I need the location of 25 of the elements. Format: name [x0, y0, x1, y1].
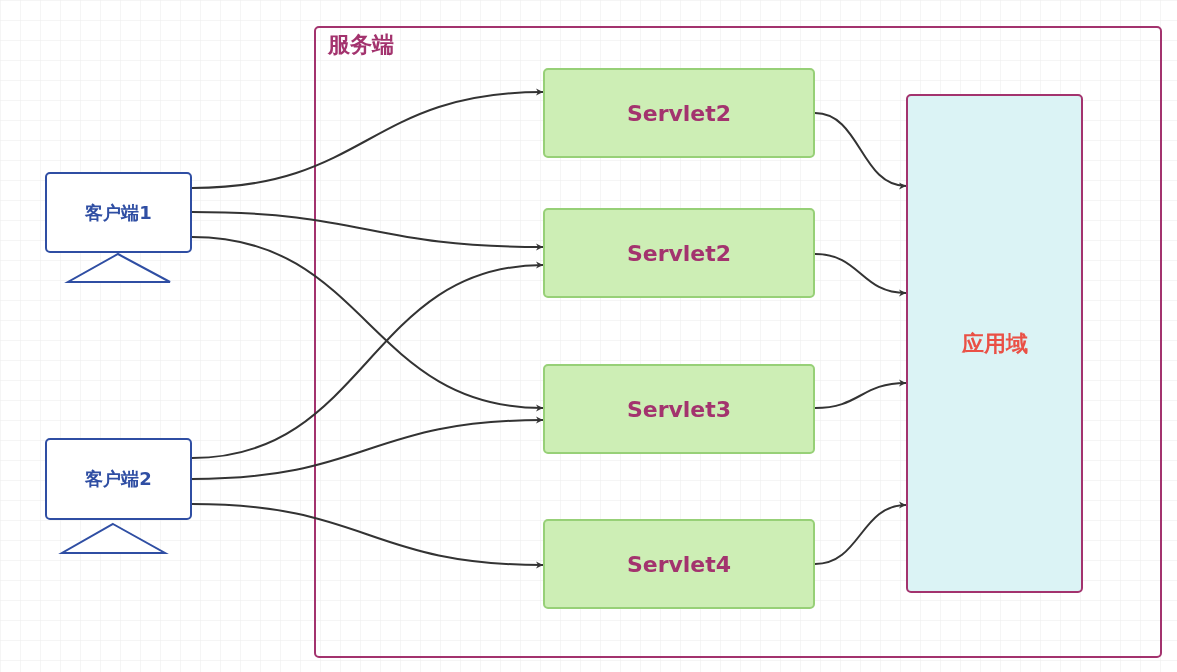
arrow	[191, 416, 544, 480]
servlet-box	[543, 68, 815, 158]
arrow	[191, 211, 544, 251]
servlet-box	[543, 364, 815, 454]
node-label: Servlet4	[626, 551, 732, 577]
client-monitor-box	[45, 438, 192, 520]
node-label: 客户端2	[85, 467, 152, 491]
node-label: Servlet3	[626, 396, 732, 422]
group-heading: 服务端	[328, 31, 394, 59]
servlet-box	[543, 208, 815, 298]
arrow	[191, 262, 544, 459]
arrow	[191, 236, 544, 411]
arrow	[814, 112, 907, 189]
node-label: 应用域	[961, 329, 1028, 358]
node-label: 客户端1	[85, 200, 152, 225]
arrow	[814, 253, 907, 296]
arrow	[191, 88, 544, 189]
arrow	[191, 503, 544, 569]
application-scope-box	[906, 94, 1083, 593]
arrow	[814, 502, 907, 565]
node-label: Servlet2	[626, 240, 732, 266]
node-label: Servlet2	[626, 100, 732, 126]
server-group-box	[314, 26, 1162, 658]
servlet-box	[543, 519, 815, 609]
arrow	[814, 379, 907, 409]
